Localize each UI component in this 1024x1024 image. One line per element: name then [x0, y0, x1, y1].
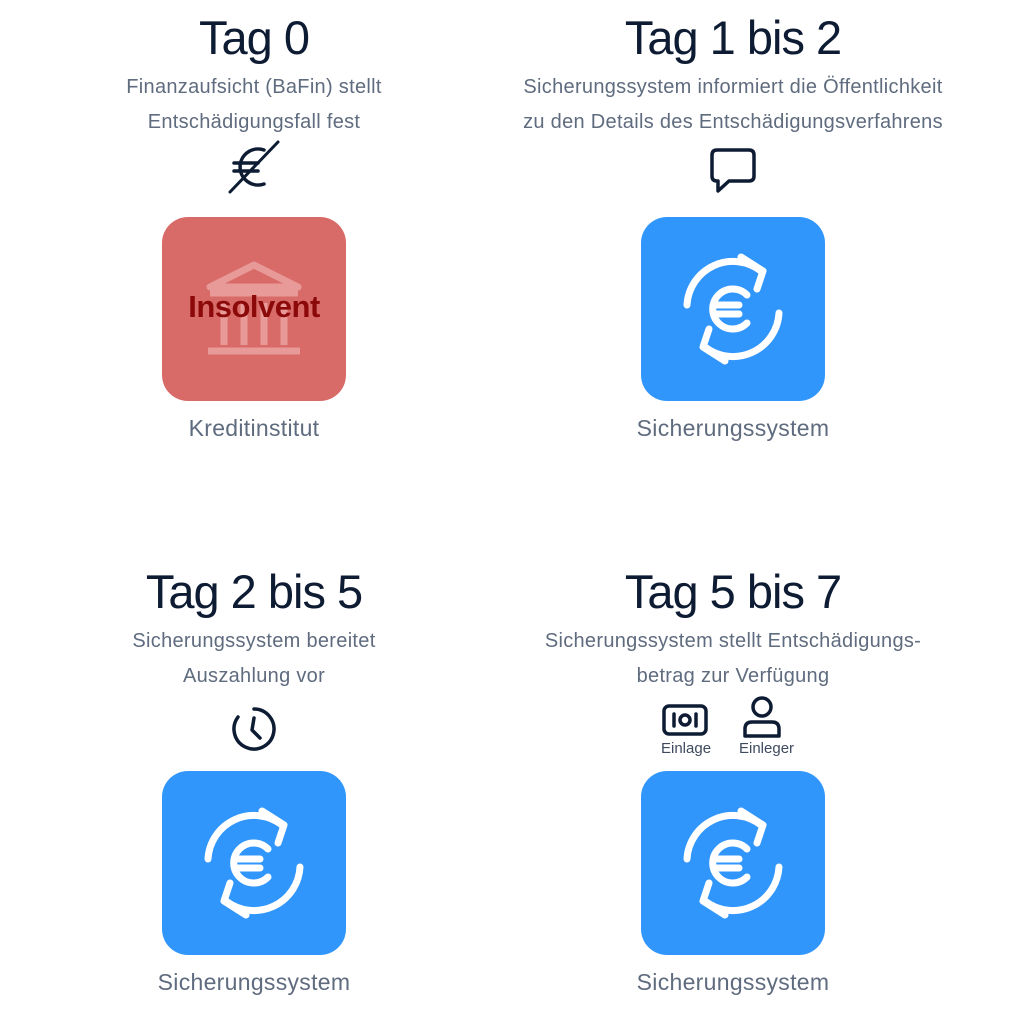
- step-caption: Sicherungssystem: [157, 969, 351, 995]
- step-description-line-2: zu den Details des Entschädigungsverfahr…: [523, 111, 943, 133]
- step-description-line-2: betrag zur Verfügung: [636, 665, 830, 687]
- institution-tile: Insolvent: [162, 217, 346, 401]
- step-description-line-1: Sicherungssystem bereitet: [132, 630, 376, 652]
- step-tag-0: Tag 0 Finanzaufsicht (BaFin) stellt Ents…: [4, 10, 504, 441]
- clock-icon: [232, 707, 276, 751]
- guarantee-system-tile: [641, 771, 825, 955]
- step-icon-row: Einlage Einleger: [483, 694, 983, 764]
- person-icon: [743, 696, 781, 738]
- step-title: Tag 0: [199, 11, 310, 64]
- step-description-line-1: Sicherungssystem informiert die Öffentli…: [523, 76, 943, 98]
- step-description: Sicherungssystem stellt Entschädigungs- …: [483, 624, 983, 694]
- step-icon-row: [483, 140, 983, 210]
- euro-exchange-icon: [683, 253, 783, 365]
- speech-bubble-icon: [710, 148, 756, 193]
- step-description-line-2: Entschädigungsfall fest: [147, 111, 361, 133]
- step-caption: Kreditinstitut: [188, 415, 320, 441]
- euro-exchange-icon: [204, 807, 304, 919]
- crossed-euro-icon: [228, 140, 280, 194]
- insolvent-label: Insolvent: [188, 289, 320, 324]
- step-caption: Sicherungssystem: [636, 415, 830, 441]
- step-description-line-2: Auszahlung vor: [182, 665, 326, 687]
- banknote-icon: [662, 704, 708, 736]
- step-tag-2-bis-5: Tag 2 bis 5 Sicherungssystem bereitet Au…: [4, 564, 504, 995]
- guarantee-system-tile: [641, 217, 825, 401]
- step-description-line-1: Finanzaufsicht (BaFin) stellt: [126, 76, 382, 98]
- step-tag-1-bis-2: Tag 1 bis 2 Sicherungssystem informiert …: [483, 10, 983, 441]
- step-icon-row: [4, 694, 504, 764]
- step-icon-row: [4, 140, 504, 210]
- step-title: Tag 5 bis 7: [624, 565, 842, 618]
- step-tag-5-bis-7: Tag 5 bis 7 Sicherungssystem stellt Ents…: [483, 564, 983, 995]
- einleger-label: Einleger: [739, 740, 795, 757]
- guarantee-system-tile: [162, 771, 346, 955]
- step-description: Finanzaufsicht (BaFin) stellt Entschädig…: [4, 70, 504, 140]
- step-description-line-1: Sicherungssystem stellt Entschädigungs-: [544, 630, 922, 652]
- step-description: Sicherungssystem bereitet Auszahlung vor: [4, 624, 504, 694]
- bank-building-icon: [206, 261, 302, 355]
- einlage-label: Einlage: [661, 740, 712, 757]
- step-description: Sicherungssystem informiert die Öffentli…: [483, 70, 983, 140]
- step-title: Tag 2 bis 5: [145, 565, 363, 618]
- step-title: Tag 1 bis 2: [624, 11, 842, 64]
- euro-exchange-icon: [683, 807, 783, 919]
- step-caption: Sicherungssystem: [636, 969, 830, 995]
